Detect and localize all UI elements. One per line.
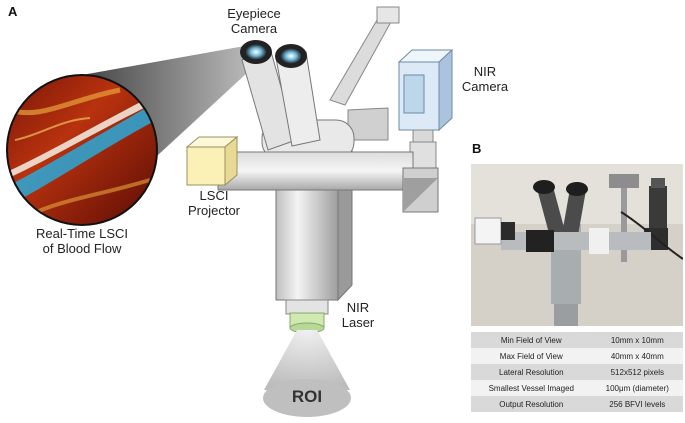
table-row: Min Field of View 10mm x 10mm [471, 332, 683, 348]
stand-knob [376, 6, 400, 24]
nir-camera-label-line2: Camera [461, 79, 509, 94]
eyepiece-tubes [240, 40, 321, 151]
table-row: Output Resolution 256 BFVI levels [471, 396, 683, 412]
realtime-lsci-label: Real-Time LSCI of Blood Flow [12, 226, 152, 256]
eyepiece-label-line2: Camera [230, 21, 278, 36]
lsci-flow-image [7, 75, 157, 225]
lsci-projector-label-line2: Projector [187, 203, 241, 218]
roi-ellipse [263, 379, 351, 417]
panel-b-letter: B [472, 141, 482, 156]
stand-arm [329, 14, 393, 106]
lsci-projector-label-line1: LSCI [199, 188, 229, 203]
spec-label: Lateral Resolution [471, 364, 592, 380]
lsci-projector-label: LSCI Projector [178, 188, 250, 218]
spec-label: Output Resolution [471, 396, 592, 412]
cross-arm [217, 151, 414, 191]
spec-value: 40mm x 40mm [591, 348, 683, 364]
panel-a-letter: A [8, 4, 18, 19]
spec-label: Max Field of View [471, 348, 592, 364]
realtime-lsci-label-line1: Real-Time LSCI [36, 226, 128, 241]
spec-value: 100μm (diameter) [591, 380, 683, 396]
spec-value: 512x512 pixels [591, 364, 683, 380]
specs-table: Min Field of View 10mm x 10mm Max Field … [471, 332, 683, 412]
spec-value: 256 BFVI levels [591, 396, 683, 412]
microscope-photo [471, 164, 683, 326]
spec-label: Smallest Vessel Imaged [471, 380, 592, 396]
nir-laser-label: NIR Laser [336, 300, 380, 330]
spec-label: Min Field of View [471, 332, 592, 348]
nir-camera-label: NIR Camera [453, 64, 517, 94]
table-row: Lateral Resolution 512x512 pixels [471, 364, 683, 380]
realtime-lsci-label-line2: of Blood Flow [42, 241, 122, 256]
table-row: Max Field of View 40mm x 40mm [471, 348, 683, 364]
nir-laser-label-line1: NIR [346, 300, 370, 315]
illumination-cone [264, 330, 350, 390]
roi-label: ROI [291, 387, 323, 406]
table-row: Smallest Vessel Imaged 100μm (diameter) [471, 380, 683, 396]
spec-value: 10mm x 10mm [591, 332, 683, 348]
nir-laser-label-line2: Laser [341, 315, 375, 330]
lsci-projector-cube [186, 146, 226, 186]
eyepiece-camera-label: Eyepiece Camera [214, 6, 294, 36]
nir-camera-label-line1: NIR [473, 64, 497, 79]
eyepiece-label-line1: Eyepiece [227, 6, 281, 21]
